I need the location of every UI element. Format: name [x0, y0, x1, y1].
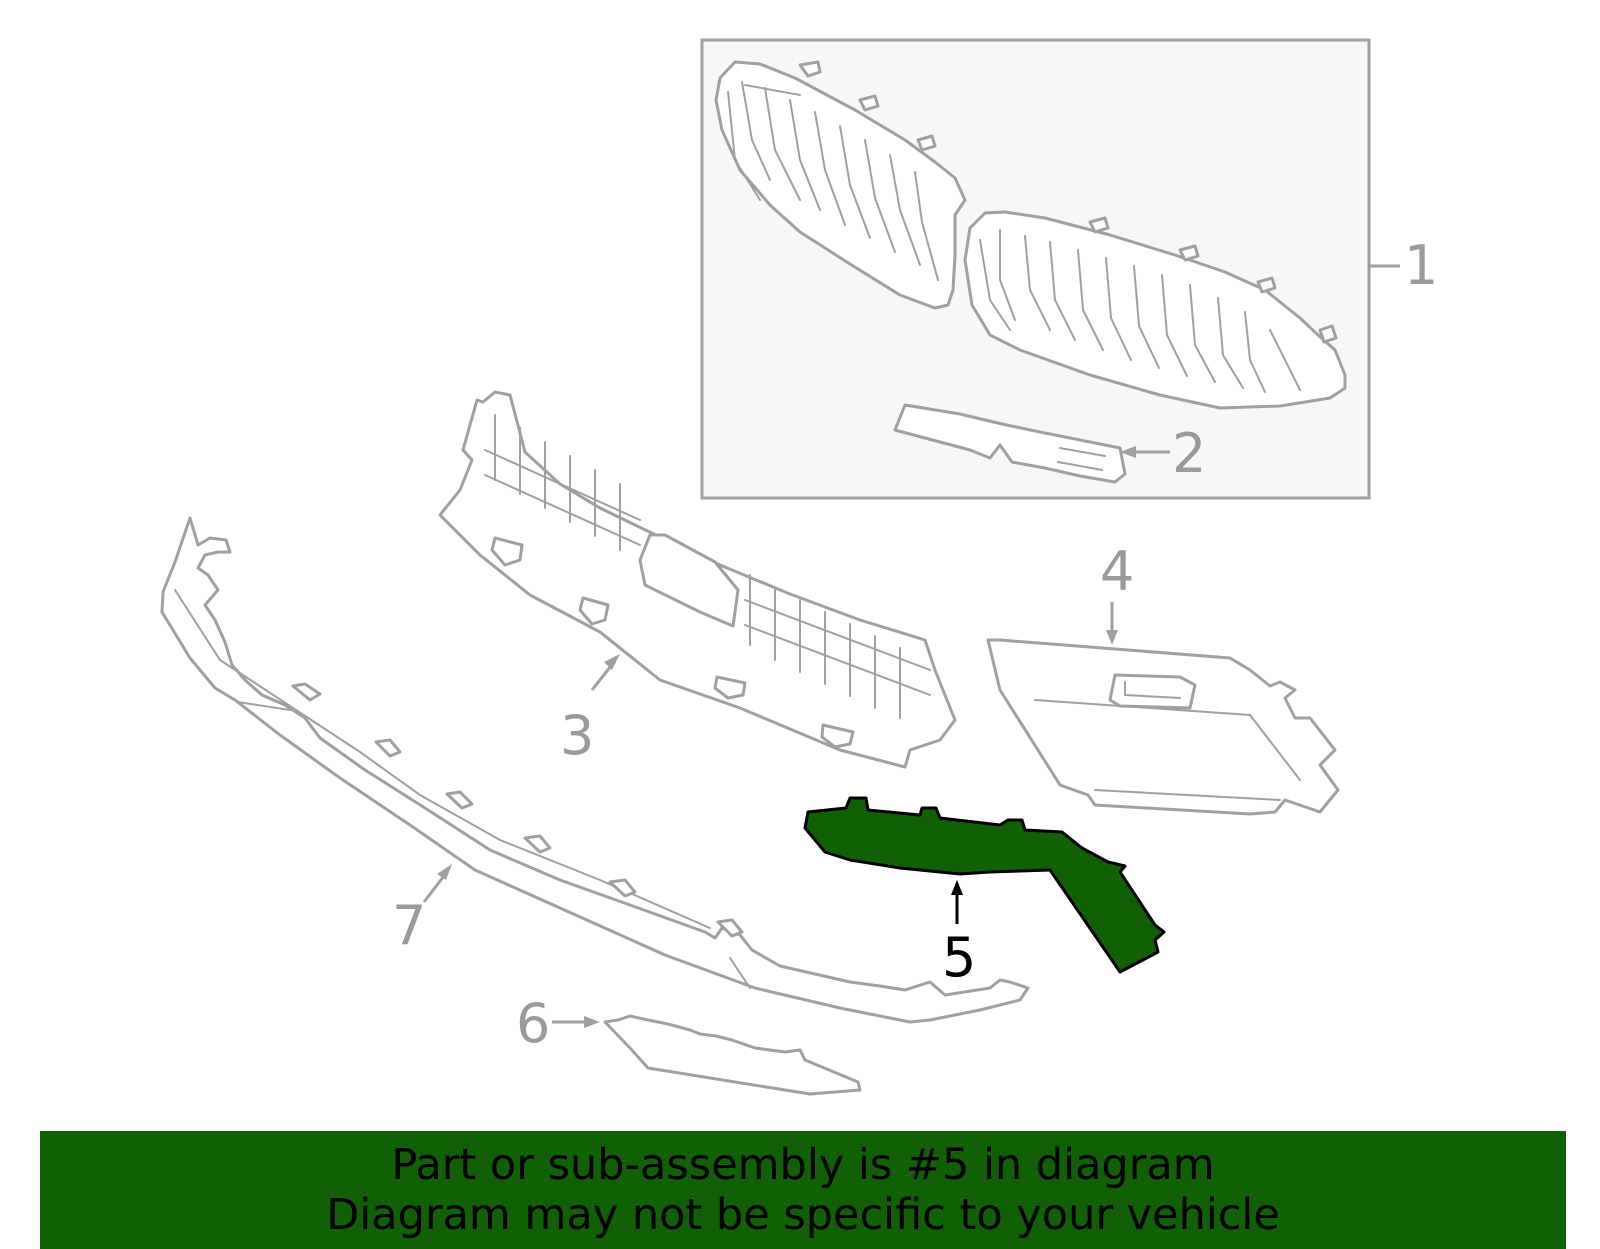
info-banner: Part or sub-assembly is #5 in diagram Di…: [40, 1131, 1566, 1249]
part-2-badge[interactable]: [893, 403, 1127, 484]
callout-4: 4: [1100, 540, 1134, 603]
callout-5: 5: [942, 926, 976, 989]
part-5-bracket[interactable]: [803, 796, 1166, 974]
callout-6: 6: [516, 992, 550, 1055]
arrow-6: [584, 1016, 600, 1028]
part-4-side-panel[interactable]: [986, 638, 1340, 816]
part-7-lower-trim[interactable]: [160, 516, 1030, 1024]
part-3-upper-grille-panel[interactable]: [438, 390, 957, 769]
banner-line-2: Diagram may not be specific to your vehi…: [326, 1190, 1280, 1240]
part-1-grille[interactable]: [714, 60, 1347, 410]
arrow-2: [1120, 446, 1136, 458]
arrow-7: [437, 864, 452, 880]
callout-2: 2: [1172, 422, 1206, 485]
callout-7: 7: [392, 894, 426, 957]
callout-3: 3: [560, 704, 594, 767]
arrow-3: [604, 654, 620, 670]
arrow-5: [951, 880, 963, 895]
banner-line-1: Part or sub-assembly is #5 in diagram: [391, 1140, 1215, 1190]
callout-1: 1: [1404, 234, 1438, 297]
part-6-small-trim[interactable]: [603, 1014, 862, 1096]
arrow-4: [1106, 630, 1118, 645]
